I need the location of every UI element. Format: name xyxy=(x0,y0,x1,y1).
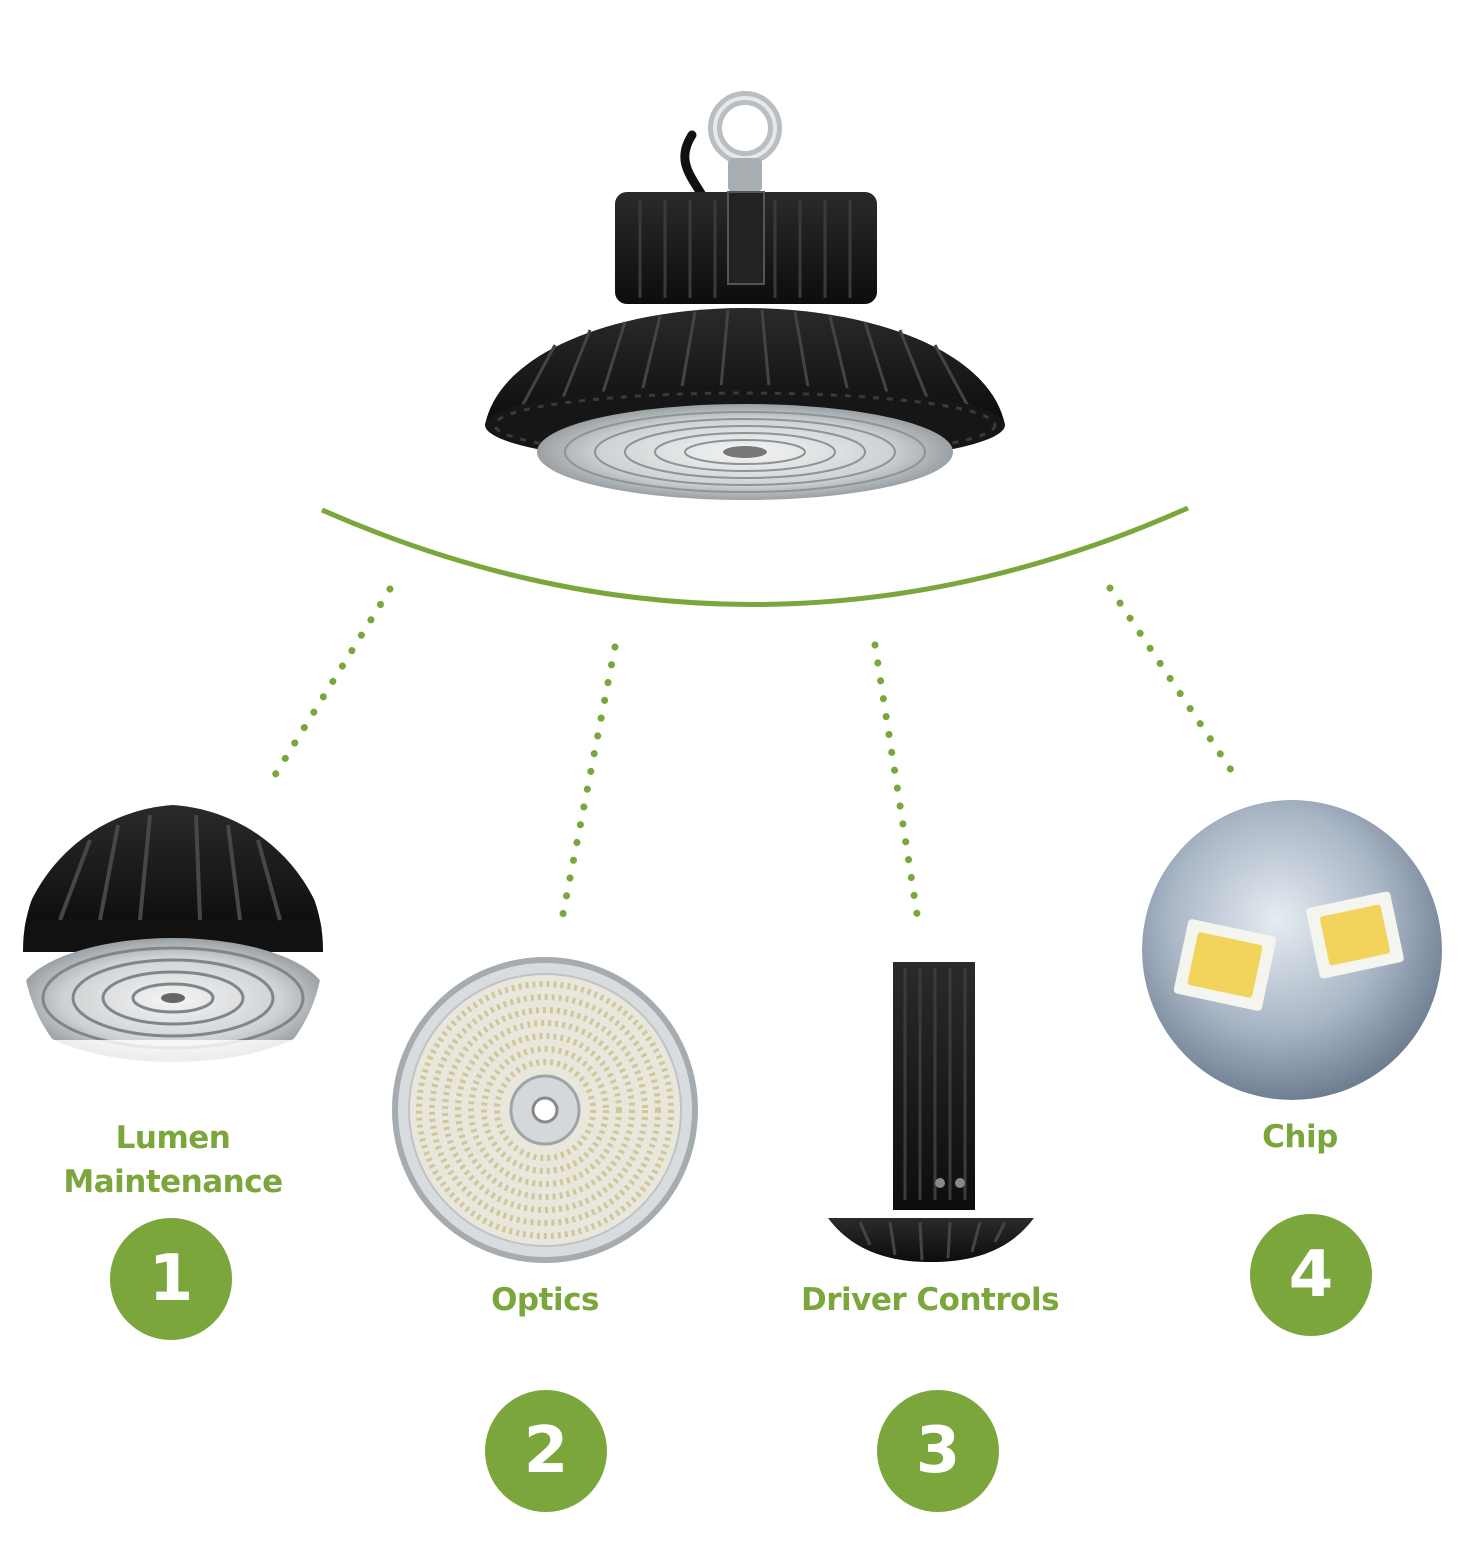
lumen-maintenance-photo xyxy=(23,800,323,1100)
label-lumen-maintenance-line2: Maintenance xyxy=(63,1164,283,1200)
connector-line-1 xyxy=(271,585,394,779)
optics-led-board-photo xyxy=(392,957,698,1263)
dotted-connectors xyxy=(271,584,1235,918)
label-chip: Chip xyxy=(1262,1119,1338,1155)
badge-number-1: 1 xyxy=(110,1218,232,1340)
label-optics: Optics xyxy=(491,1282,599,1318)
connector-line-3 xyxy=(871,641,921,918)
connector-line-4 xyxy=(1106,584,1235,774)
label-driver-controls: Driver Controls xyxy=(800,1282,1060,1318)
label-lumen-maintenance: Lumen Maintenance xyxy=(38,1116,308,1204)
connector-arc xyxy=(320,505,1190,607)
badge-number-2: 2 xyxy=(485,1390,607,1512)
connector-line-2 xyxy=(559,643,619,918)
badge-number-4: 4 xyxy=(1250,1214,1372,1336)
led-chip-photo xyxy=(1142,800,1442,1100)
badge-number-3: 3 xyxy=(877,1390,999,1512)
high-bay-lamp-icon xyxy=(485,91,1005,500)
label-lumen-maintenance-line1: Lumen xyxy=(115,1120,231,1156)
driver-controls-photo xyxy=(828,962,1034,1262)
